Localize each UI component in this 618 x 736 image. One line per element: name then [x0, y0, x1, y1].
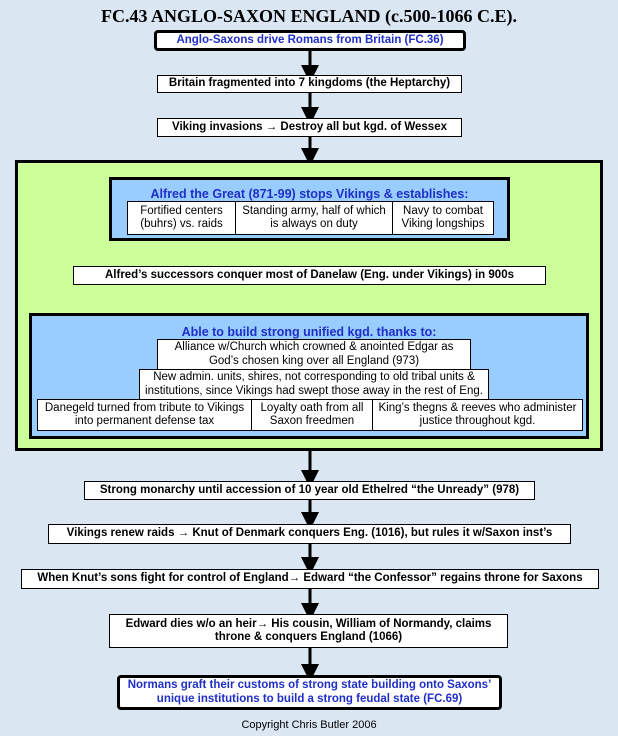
- step-edward-confessor: When Knut’s sons fight for control of En…: [21, 569, 599, 589]
- copyright: Copyright Chris Butler 2006: [241, 719, 377, 731]
- step-ethelred: Strong monarchy until accession of 10 ye…: [84, 481, 535, 500]
- church-alliance-box: Alliance w/Church which crowned & anoint…: [157, 339, 471, 370]
- admin-units-box: New admin. units, shires, not correspond…: [139, 369, 489, 400]
- unified-heading: Able to build strong unified kgd. thanks…: [181, 325, 437, 339]
- thegns-reeves-box: King’s thegns & reeves who administer ju…: [372, 399, 583, 431]
- alfred-item-navy: Navy to combat Viking longships: [392, 201, 494, 235]
- successors-box: Alfred’s successors conquer most of Dane…: [73, 266, 546, 285]
- alfred-item-fortified: Fortified centers (buhrs) vs. raids: [127, 201, 236, 235]
- step-knut: Vikings renew raids → Knut of Denmark co…: [48, 524, 571, 544]
- step-heptarchy: Britain fragmented into 7 kingdoms (the …: [157, 75, 462, 93]
- alfred-heading: Alfred the Great (871-99) stops Vikings …: [150, 187, 469, 201]
- step-william: Edward dies w/o an heir→ His cousin, Wil…: [109, 614, 508, 648]
- alfred-item-army: Standing army, half of which is always o…: [235, 201, 393, 235]
- step-viking-invasions: Viking invasions → Destroy all but kgd. …: [157, 118, 462, 137]
- top-box: Anglo-Saxons drive Romans from Britain (…: [154, 30, 466, 51]
- bottom-box: Normans graft their customs of strong st…: [117, 675, 502, 710]
- page-title: FC.43 ANGLO-SAXON ENGLAND (c.500-1066 C.…: [101, 6, 517, 26]
- danegeld-box: Danegeld turned from tribute to Vikings …: [37, 399, 252, 431]
- loyalty-oath-box: Loyalty oath from all Saxon freedmen: [251, 399, 373, 431]
